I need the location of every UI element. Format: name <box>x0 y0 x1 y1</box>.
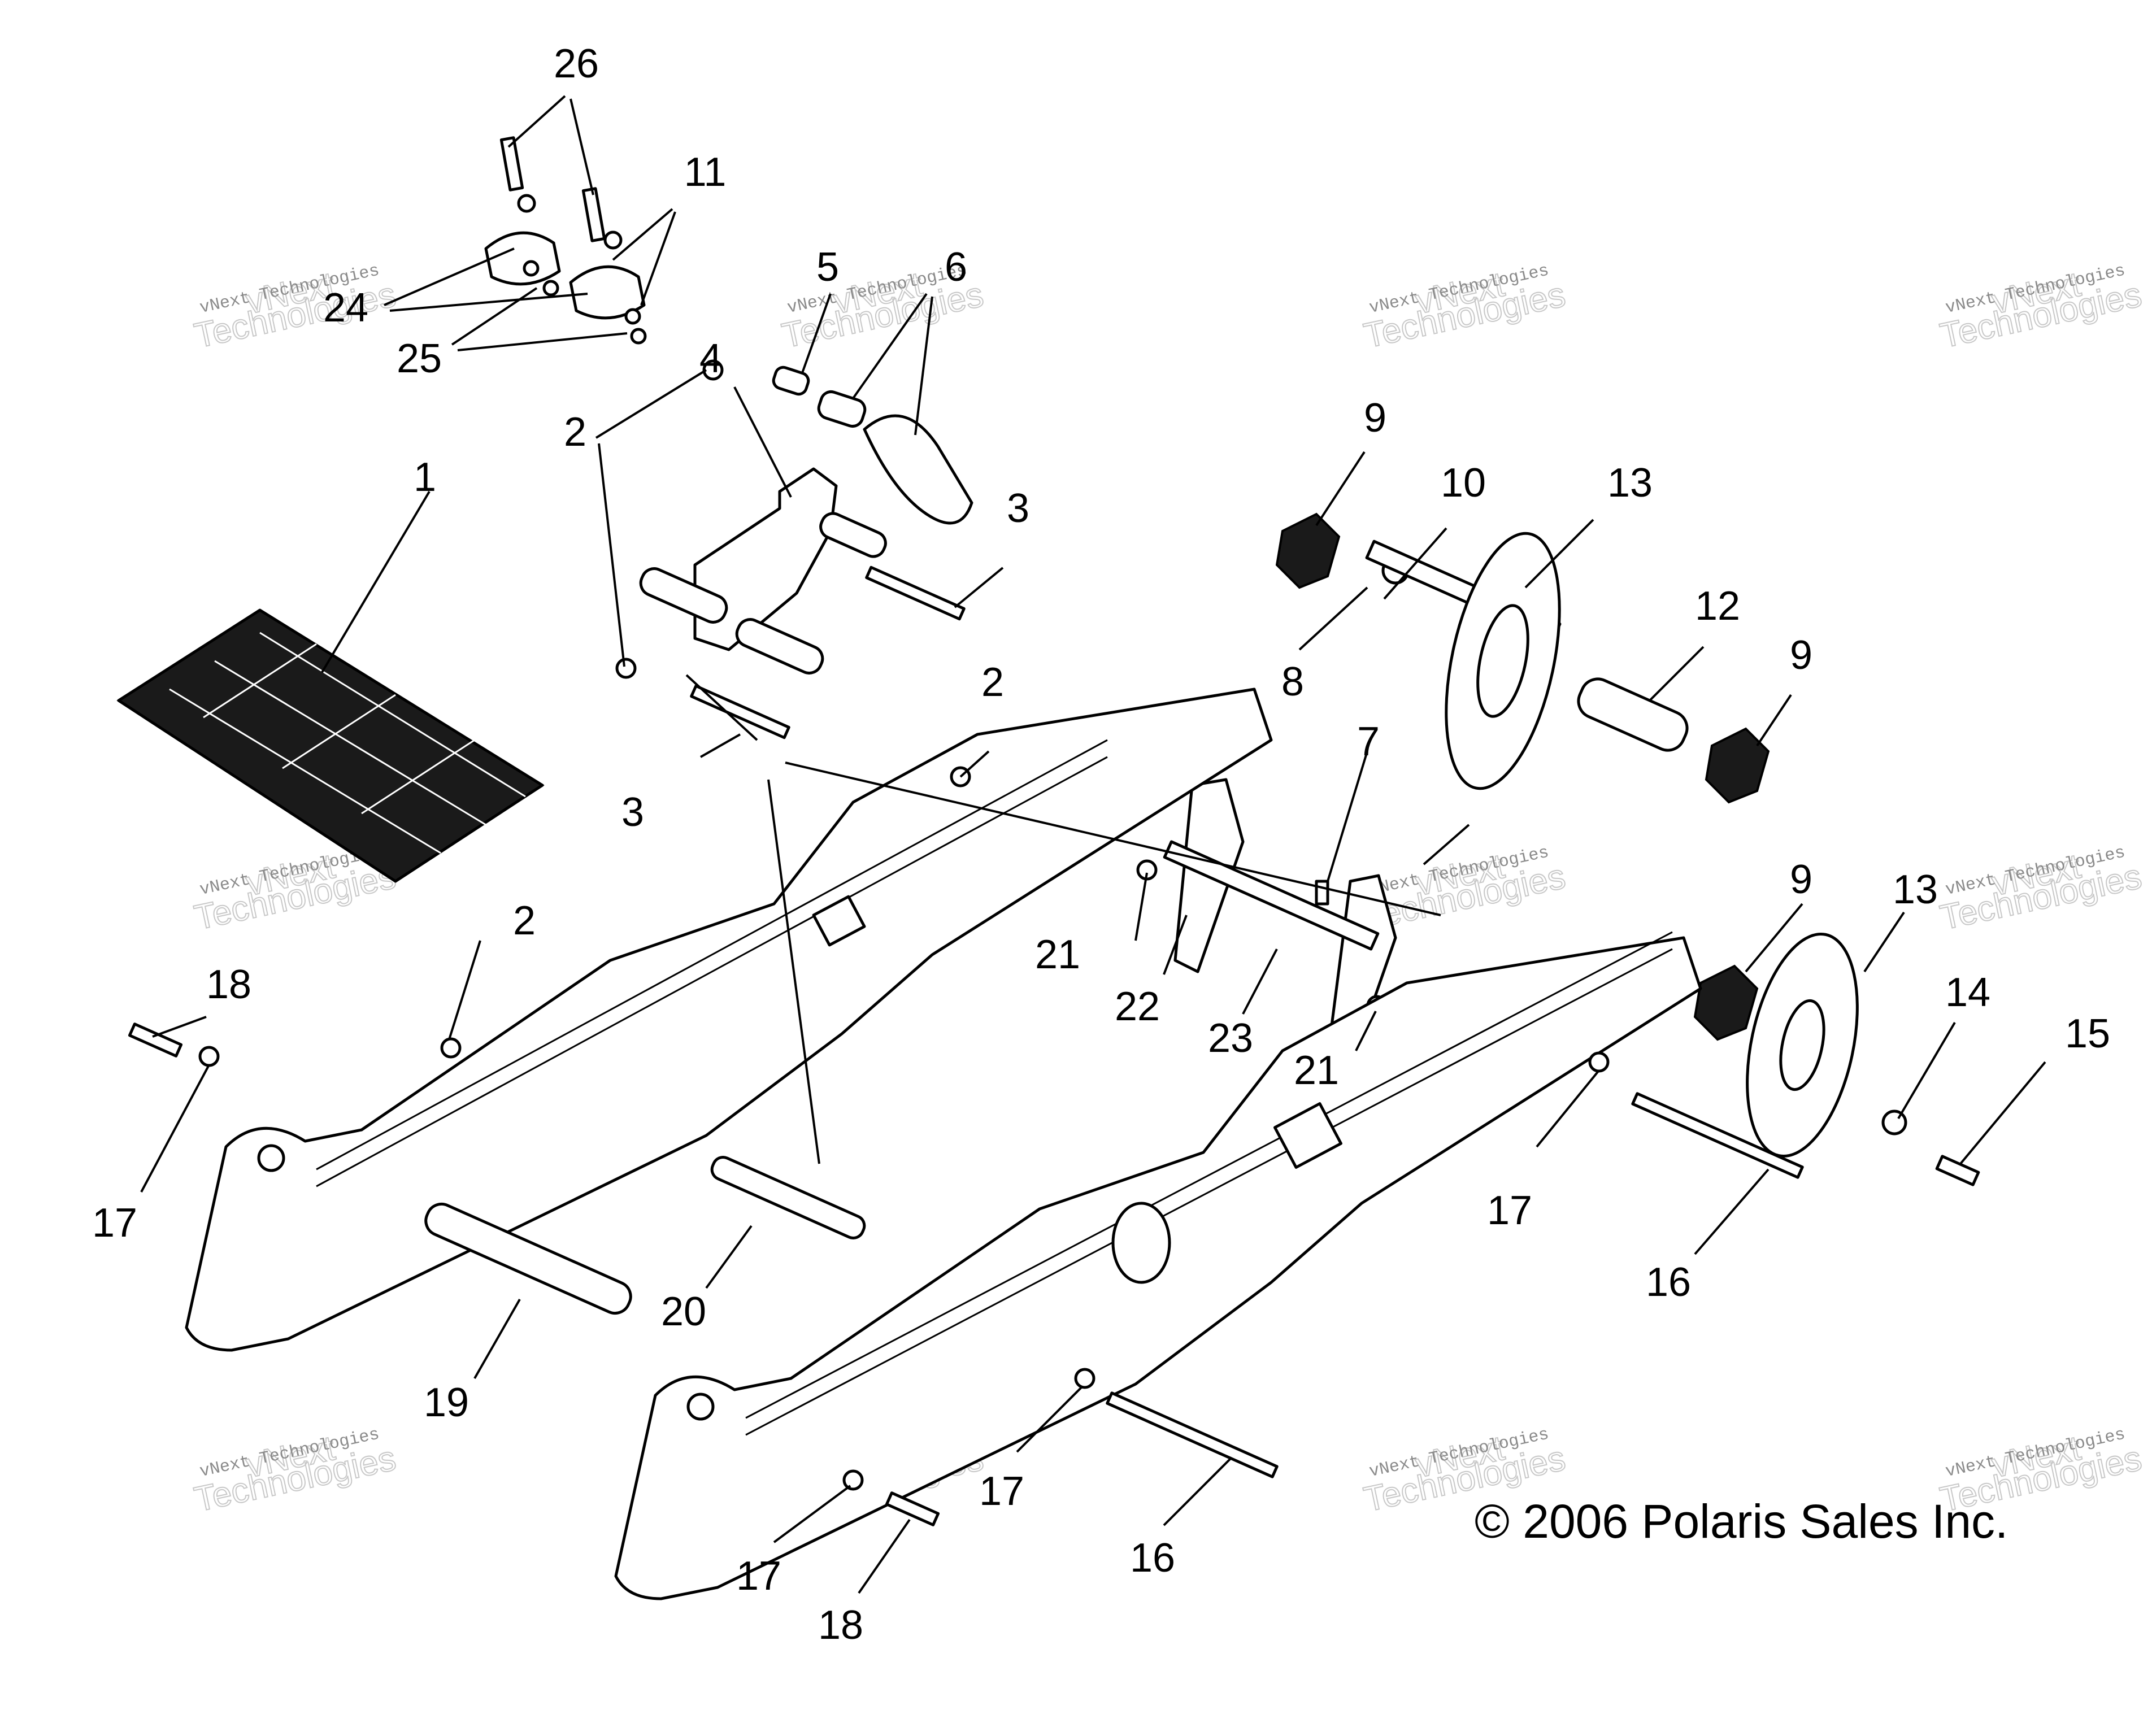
callout-13: 13 <box>1893 867 1938 912</box>
washer-17 <box>842 1469 864 1491</box>
callout-17: 17 <box>92 1200 137 1246</box>
nut-2 <box>440 1037 462 1059</box>
callout-25: 25 <box>397 336 442 381</box>
lower-idler-assembly <box>1693 932 1980 1186</box>
callout-14: 14 <box>1945 970 1990 1015</box>
callout-16: 16 <box>1130 1535 1175 1581</box>
callout-18: 18 <box>818 1603 863 1648</box>
callout-17: 17 <box>1487 1188 1532 1233</box>
part-1-skid-block <box>116 608 545 883</box>
watermark: vNext vNext Technologies Technologies <box>1360 261 1569 356</box>
callout-labels: 26 11 24 25 5 6 4 2 3 1 9 10 13 8 12 9 3… <box>92 41 2110 1648</box>
callout-15: 15 <box>2065 1011 2110 1056</box>
washer-17 <box>1588 1051 1610 1073</box>
bolt-16-upper <box>1631 1092 1804 1179</box>
washer-17 <box>1074 1368 1095 1389</box>
callout-2: 2 <box>513 898 536 943</box>
washer-17 <box>198 1046 220 1067</box>
callout-16: 16 <box>1646 1260 1691 1305</box>
copyright-text: © 2006 Polaris Sales Inc. <box>1475 1495 2008 1548</box>
callout-1: 1 <box>414 455 436 500</box>
shaft-19 <box>424 1202 632 1315</box>
callout-3: 3 <box>621 790 644 835</box>
leader-lines <box>140 95 2046 1594</box>
watermark: vNext vNext Technologies Technologies <box>1936 843 2145 938</box>
callout-12: 12 <box>1695 584 1740 629</box>
callout-17: 17 <box>736 1554 781 1599</box>
callout-3: 3 <box>1007 486 1029 531</box>
callout-21: 21 <box>1035 932 1080 977</box>
callout-4: 4 <box>699 336 722 381</box>
watermark: vNext vNext Technologies Technologies <box>1936 261 2145 356</box>
callout-17: 17 <box>979 1469 1024 1514</box>
callout-23: 23 <box>1208 1016 1253 1061</box>
callout-11: 11 <box>684 150 727 195</box>
upper-idler-assembly <box>1275 512 1770 804</box>
bolt-18 <box>885 1491 940 1526</box>
bolt-16-lower <box>1106 1391 1279 1478</box>
left-slide-rail <box>185 688 1273 1352</box>
right-slide-rail <box>614 931 1702 1600</box>
pivot-hardware <box>772 366 973 525</box>
callout-8: 8 <box>1281 659 1304 704</box>
callout-21: 21 <box>1294 1048 1339 1093</box>
callout-9: 9 <box>1790 633 1812 678</box>
callout-10: 10 <box>1441 460 1486 506</box>
callout-26: 26 <box>554 41 599 86</box>
callout-20: 20 <box>661 1289 706 1334</box>
callout-2: 2 <box>981 660 1004 705</box>
callout-7: 7 <box>1357 719 1380 764</box>
callout-5: 5 <box>816 245 839 290</box>
part-4-bracket <box>615 359 966 739</box>
callout-19: 19 <box>424 1380 469 1425</box>
callout-18: 18 <box>206 962 251 1007</box>
rear-crossshaft-assembly <box>1136 778 1397 1069</box>
callout-22: 22 <box>1115 984 1160 1029</box>
shaft-20 <box>710 1156 866 1239</box>
callout-24: 24 <box>323 285 368 330</box>
callout-9: 9 <box>1364 395 1386 441</box>
callout-9: 9 <box>1790 857 1812 902</box>
clamp-assembly <box>484 136 647 345</box>
watermark: vNext vNext Technologies Technologies <box>190 1425 399 1520</box>
callout-2: 2 <box>564 410 586 455</box>
callout-6: 6 <box>945 245 967 290</box>
callout-13: 13 <box>1607 460 1653 506</box>
parts-drawing <box>116 136 1980 1600</box>
